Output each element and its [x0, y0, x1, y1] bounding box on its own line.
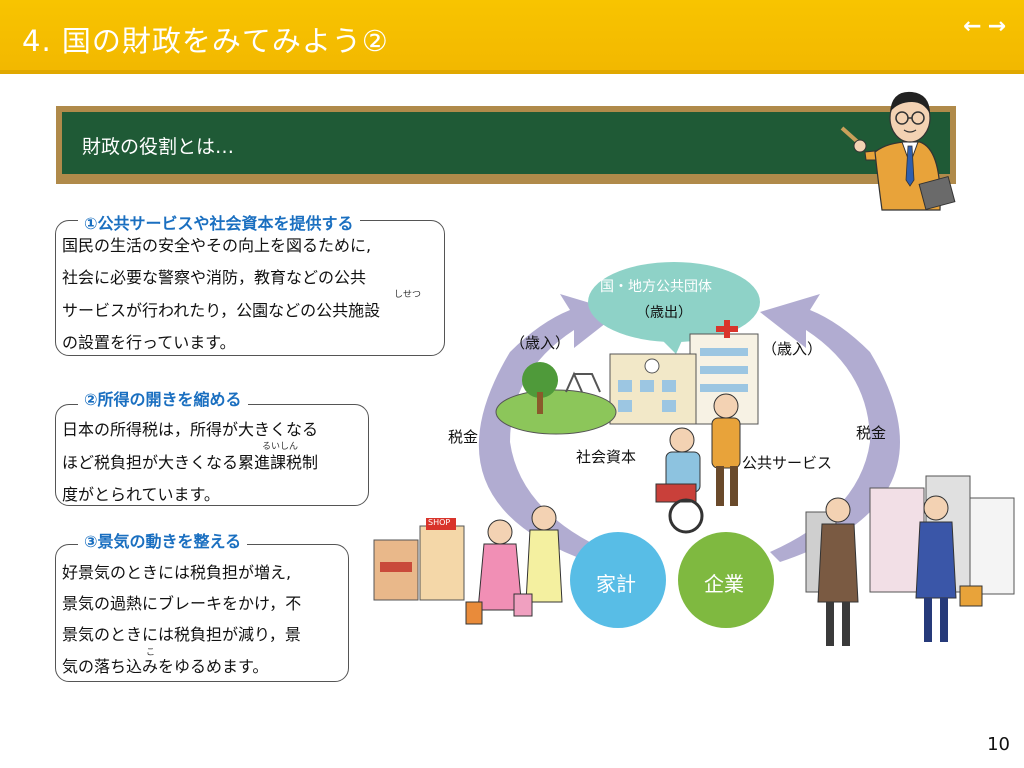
company-circle — [678, 532, 774, 628]
company-label: 企業 — [704, 572, 744, 596]
page-title: 4. 国の財政をみてみよう② — [22, 24, 389, 58]
section-1-line-2: 社会に必要な警察や消防，教育などの公共 — [62, 268, 367, 287]
forward-arrow-icon[interactable]: → — [987, 14, 1006, 39]
right-flow-arrow — [760, 294, 900, 562]
government-label: 国・地方公共団体 — [600, 279, 712, 295]
section-2-ruby: るいしん — [262, 442, 299, 452]
board-title: 財政の役割とは… — [82, 136, 235, 158]
chalkboard: 財政の役割とは… — [56, 106, 956, 184]
left-flow-arrow — [478, 294, 620, 562]
page-number: 10 — [987, 734, 1010, 755]
section-3-line-2: 景気の過熱にブレーキをかけ，不 — [62, 594, 302, 613]
back-arrow-icon[interactable]: ← — [963, 14, 982, 39]
section-1-line-1: 国民の生活の安全やその向上を図るために, — [62, 236, 372, 255]
section-1-line-4: の設置を行っています。 — [62, 333, 236, 352]
park — [495, 389, 617, 435]
expenditure-label: （歳出） — [636, 305, 692, 321]
diagram-graphics — [373, 262, 1015, 646]
section-1-line-3: サービスが行われたり，公園などの公共施設 — [62, 301, 381, 320]
household-circle — [570, 532, 666, 628]
section-1-heading: ①公共サービスや社会資本を提供する — [78, 210, 360, 234]
section-3-line-3: 景気のときには税負担が減り，景 — [62, 625, 301, 644]
tax-right-label: 税金 — [856, 424, 887, 442]
household-label: 家計 — [596, 572, 636, 596]
section-3-line-1: 好景気のときには税負担が増え, — [62, 563, 292, 582]
government-bubble — [588, 262, 760, 342]
header-bar: 4. 国の財政をみてみよう② ← → — [0, 0, 1024, 74]
social-capital-label: 社会資本 — [576, 448, 637, 466]
section-2-heading: ②所得の開きを縮める — [78, 386, 248, 410]
fiscal-flow-diagram: 国・地方公共団体 （歳出） （歳入） （歳入） 税金 税金 社会資本 公共サービ… — [360, 262, 1024, 682]
revenue-right-label: （歳入） — [762, 340, 823, 358]
shopping-district-illustration — [373, 505, 563, 625]
business-district-illustration — [805, 475, 1015, 646]
section-2-line-1: 日本の所得税は，所得が大きくなる — [62, 420, 319, 439]
slide-nav: ← → — [963, 14, 1006, 39]
section-1-ruby: しせつ — [394, 290, 422, 300]
public-service-label: 公共サービス — [742, 454, 833, 472]
section-2-line-2: ほど税負担が大きくなる累進課税制 — [62, 453, 319, 472]
tax-left-label: 税金 — [448, 428, 479, 446]
wheelchair-illustration — [655, 393, 741, 534]
section-2-box — [55, 404, 369, 506]
revenue-left-label: （歳入） — [510, 334, 571, 352]
section-3-heading: ③景気の動きを整える — [78, 528, 248, 552]
shop-sign: SHOP — [428, 518, 451, 527]
section-3-ruby: こ — [146, 648, 156, 658]
teacher-illustration — [840, 91, 956, 211]
section-2-line-3: 度がとられています。 — [62, 485, 220, 504]
section-3-line-4: 気の落ち込みをゆるめます。 — [62, 657, 269, 676]
